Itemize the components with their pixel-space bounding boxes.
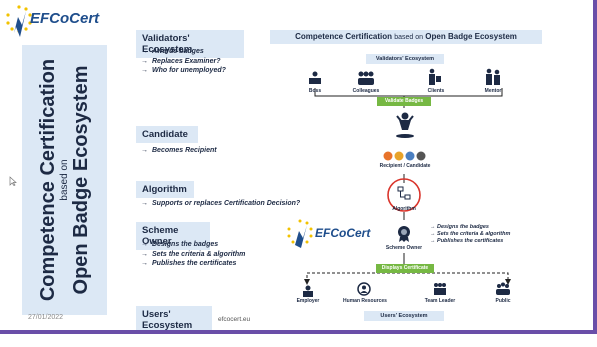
slide-frame-right <box>593 0 597 334</box>
validator-label-mentor: Mentor <box>484 88 502 94</box>
candidate-list: →Becomes Recipient <box>141 146 217 156</box>
displays-certificate-label: Displays Certificate <box>376 264 434 273</box>
algorithm-flowchart-icon <box>397 186 411 205</box>
recipient-candidate-label: Recipient / Candidate <box>379 163 431 169</box>
logo-text: EFCoCert <box>30 10 100 27</box>
list-item: →Replaces Examiner? <box>141 57 221 65</box>
vertical-title-box: Competence Certification based on Open B… <box>22 45 107 315</box>
list-item: →Becomes Recipient <box>141 147 217 154</box>
slide-frame-bottom <box>0 330 597 334</box>
human-resources-icon <box>357 282 371 301</box>
scheme-owner-label: Scheme Owner <box>385 245 423 251</box>
algorithm-label: Algorithm <box>392 206 416 212</box>
recipient-figure-icon <box>393 110 417 143</box>
algorithm-list: →Supports or replaces Certification Deci… <box>141 199 300 209</box>
list-item: → Publishes the certificates <box>430 238 504 244</box>
validator-label-boss: Boss <box>308 88 322 94</box>
validate-badges-label: Validate Badges <box>377 97 431 106</box>
mouse-cursor-icon <box>9 176 17 186</box>
validators-heading: Validators' Ecosystem <box>136 30 244 58</box>
user-label-public: Public <box>495 298 511 304</box>
user-label-employer: Employer <box>296 298 320 304</box>
list-item: →Supports or replaces Certification Deci… <box>141 200 301 207</box>
clients-icon <box>427 68 443 91</box>
mentor-icon <box>484 68 502 91</box>
user-label-team-leader: Team Leader <box>424 298 456 304</box>
user-label-human-resources: Human Resources <box>343 298 387 304</box>
diagram-efcocert-logo <box>285 218 385 248</box>
employer-icon <box>300 284 316 302</box>
certificate-seal-icon <box>396 225 412 248</box>
vertical-title-line3: Open Badge Ecosystem <box>69 65 92 295</box>
diagram-title: Competence Certification based on Open B… <box>270 30 542 44</box>
users-ecosystem-pill: Users' Ecosystem <box>364 311 444 321</box>
scheme-owner-list: →Designs the badges →Sets the criteria &… <box>141 240 245 269</box>
validators-ecosystem-pill: Validators' Ecosystem <box>366 54 444 64</box>
colleagues-icon <box>356 70 376 91</box>
diagram-efcocert-text: EFCoCert <box>315 226 371 240</box>
scheme-owner-heading: Scheme Owner <box>136 222 210 250</box>
validators-list: →Awards badges →Replaces Examiner? →Who … <box>141 47 226 76</box>
slide-date: 27/01/2022 <box>28 314 64 321</box>
website-text: efcocert.eu <box>218 316 251 323</box>
list-item: → Sets the criteria & algorithm <box>430 231 511 237</box>
algorithm-heading: Algorithm <box>136 181 194 198</box>
star-ring-icon <box>6 5 32 37</box>
candidate-heading: Candidate <box>136 126 198 143</box>
list-item: → Designs the badges <box>430 224 489 230</box>
list-item: →Who for unemployed? <box>141 67 226 74</box>
validator-label-clients: Clients <box>427 88 445 94</box>
list-item: →Sets the criteria & algorithm <box>141 250 246 258</box>
list-item: →Awards badges <box>141 48 204 55</box>
list-item: →Publishes the certificates <box>141 260 237 267</box>
team-leader-icon <box>432 282 448 301</box>
users-heading: Users' Ecosystem <box>136 306 212 334</box>
scheme-owner-notes: → Designs the badges → Sets the criteria… <box>430 224 510 245</box>
badge-circles-icon <box>383 148 427 166</box>
vertical-title-line2: based on <box>58 159 70 201</box>
public-icon <box>495 282 511 301</box>
validator-label-colleagues: Colleagues <box>352 88 380 94</box>
efcocert-logo <box>4 3 114 43</box>
vertical-title-line1: Competence Certification <box>36 58 59 302</box>
boss-icon <box>307 70 323 91</box>
star-ring-icon <box>287 219 313 248</box>
list-item: →Designs the badges <box>141 241 219 248</box>
